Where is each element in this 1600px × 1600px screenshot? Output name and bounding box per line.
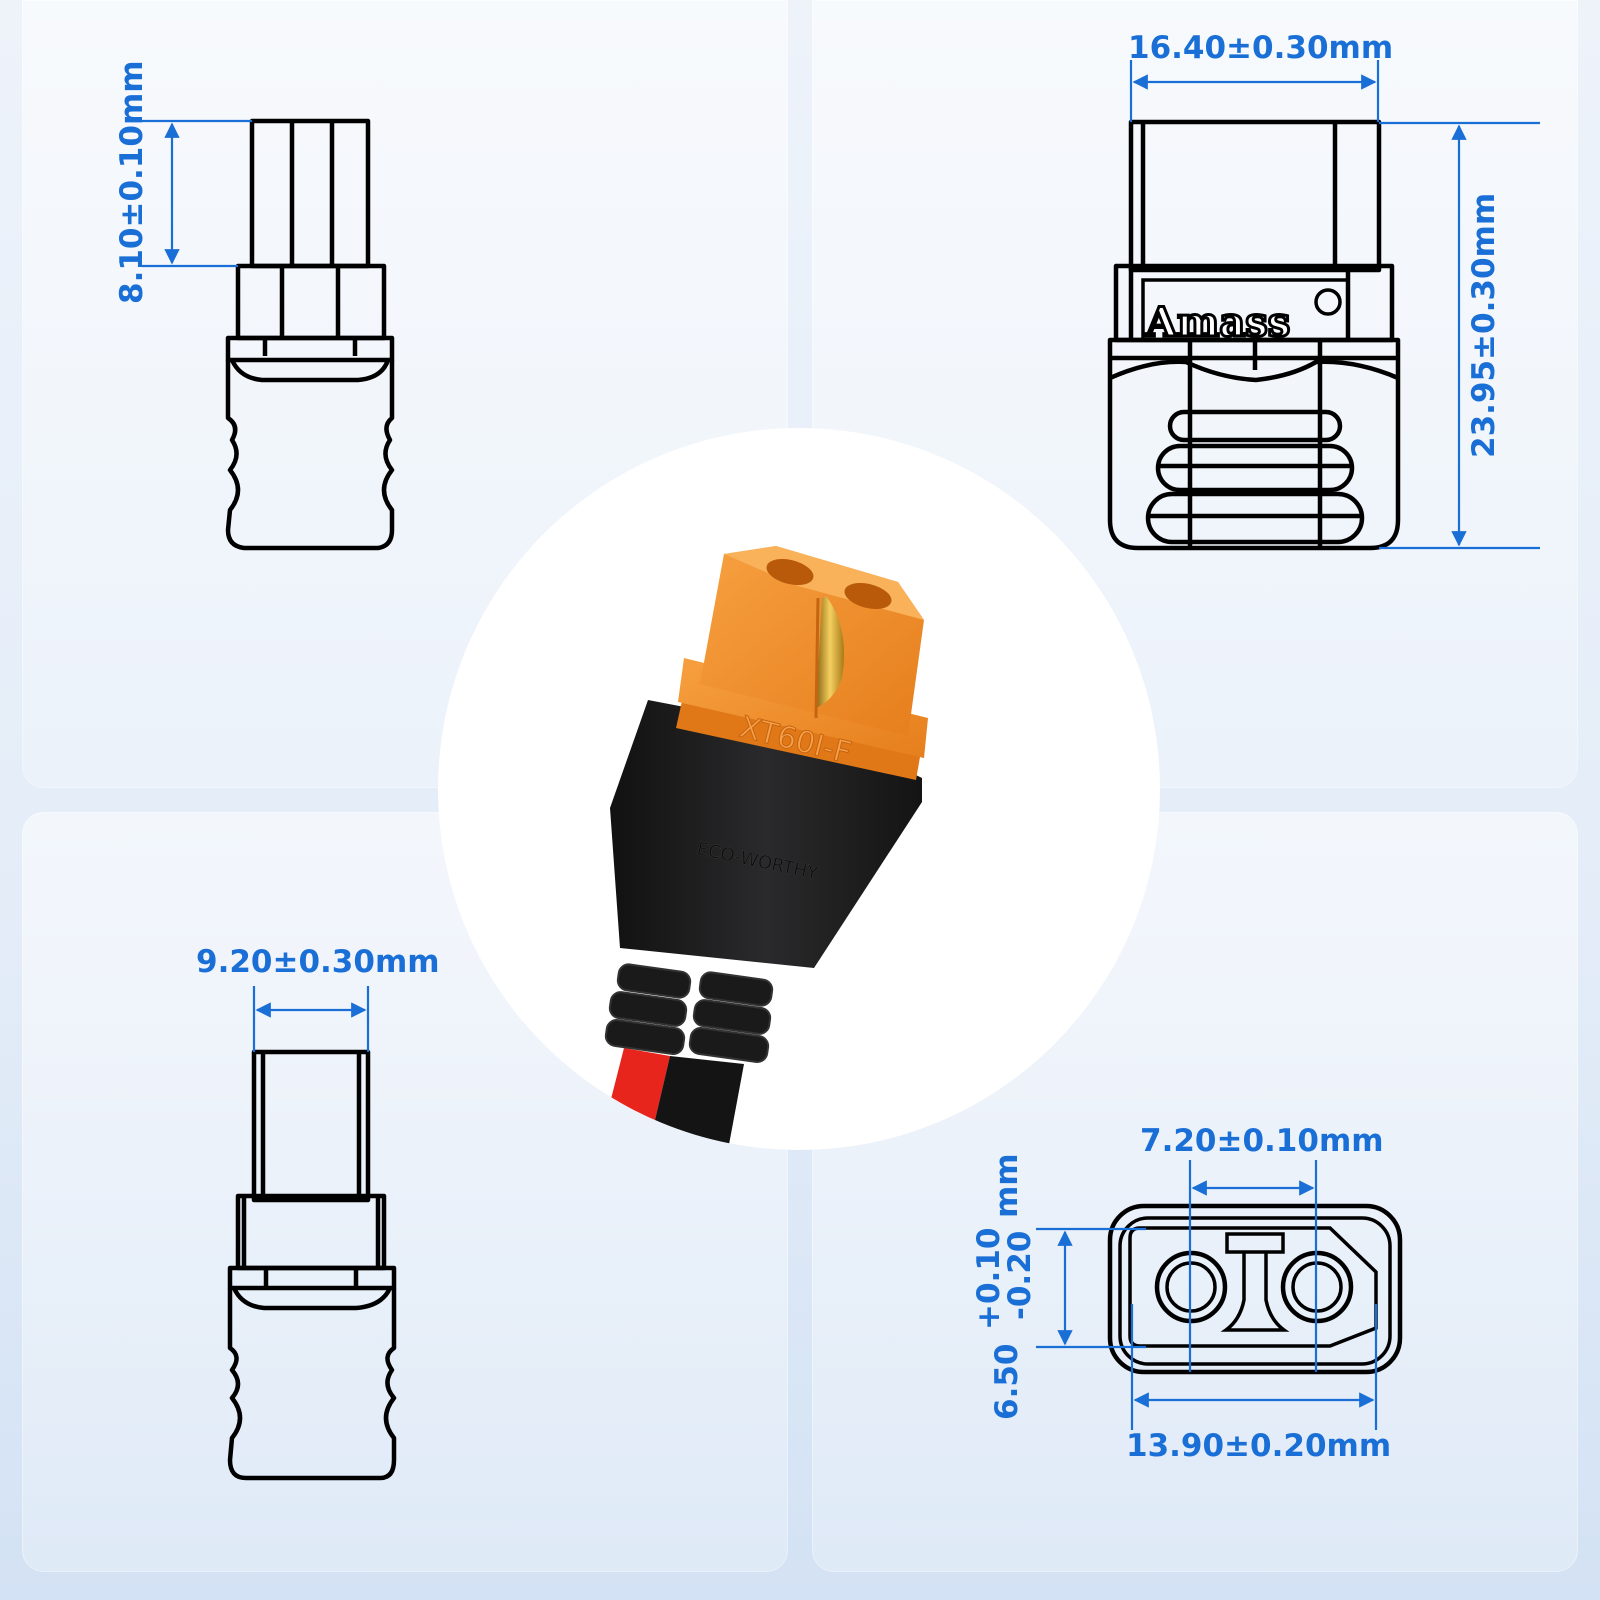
black-overmold <box>610 700 922 968</box>
black-wire <box>648 1056 744 1150</box>
dim-tol-plus: +0.10 <box>971 1228 1007 1330</box>
side-view-top-left: 8.10±0.10mm <box>114 60 395 551</box>
face-view-bottom-right: 7.20±0.10mm 13.90±0.20mm 6.50 +0.10 -0.2… <box>971 1123 1403 1464</box>
dim-unit-mm: mm <box>989 1153 1025 1218</box>
gold-pin <box>816 596 844 708</box>
dim-label-23-95: 23.95±0.30mm <box>1466 193 1502 458</box>
dim-tol-minus: -0.20 <box>1002 1231 1038 1320</box>
xt60-connector-photo: ECO-WORTHY XT60I-F <box>598 546 928 1150</box>
dim-label-16-40: 16.40±0.30mm <box>1128 30 1393 66</box>
dim-label-9-20: 9.20±0.30mm <box>196 944 440 980</box>
side-view-bottom-left: 9.20±0.30mm <box>196 944 440 1481</box>
dim-label-7-20: 7.20±0.10mm <box>1140 1123 1384 1159</box>
product-photo-circle: ECO-WORTHY XT60I-F <box>438 428 1160 1150</box>
dim-label-13-90: 13.90±0.20mm <box>1126 1428 1391 1464</box>
dim-label-8-10: 8.10±0.10mm <box>114 60 150 304</box>
front-view-top-right: Amass 16.40±0.30mm 23.95±0.30mm <box>1107 30 1540 551</box>
dim-label-6-50: 6.50 <box>989 1344 1025 1421</box>
